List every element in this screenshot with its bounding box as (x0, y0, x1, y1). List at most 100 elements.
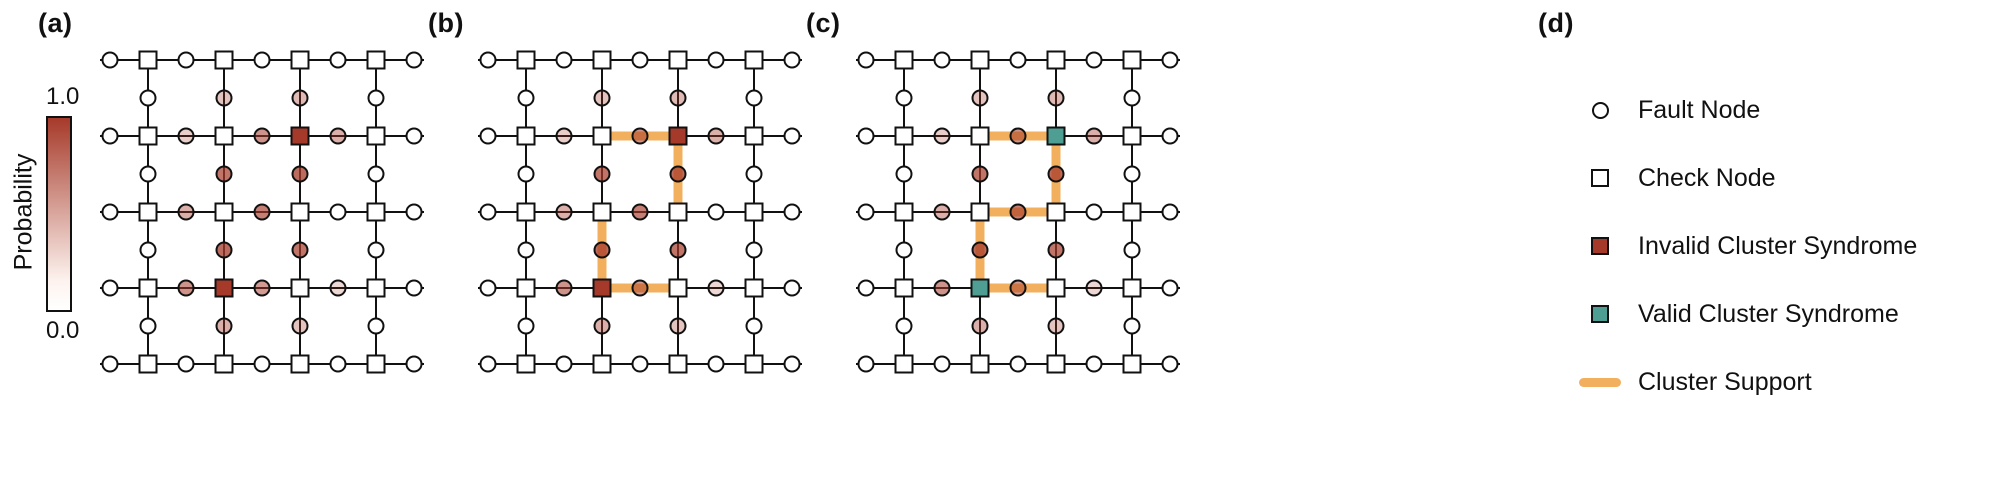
fault-node (1161, 203, 1179, 221)
fault-node (669, 89, 687, 107)
legend-item-fault-node: Fault Node (1576, 96, 1917, 124)
fault-node (215, 241, 233, 259)
fault-node (1161, 127, 1179, 145)
fault-node (215, 89, 233, 107)
fault-node (215, 317, 233, 335)
legend-label: Invalid Cluster Syndrome (1638, 231, 1918, 260)
legend-label: Fault Node (1638, 95, 1761, 124)
legend-icon-wrap (1576, 101, 1624, 119)
fault-node (1047, 165, 1065, 183)
check-node (516, 202, 536, 222)
fault-node (329, 203, 347, 221)
fault-node (745, 165, 763, 183)
fault-node (933, 279, 951, 297)
fault-node (101, 127, 119, 145)
lattice-panel-c (856, 50, 1180, 374)
panel-label-d: (d) (1538, 8, 1574, 38)
check-node (668, 50, 688, 70)
legend-icon-wrap (1576, 377, 1624, 387)
check-node (894, 126, 914, 146)
fault-node (101, 355, 119, 373)
fault-node (139, 165, 157, 183)
check-node (516, 278, 536, 298)
panel-label-b: (b) (428, 8, 464, 38)
fault-node (745, 89, 763, 107)
fault-node (669, 317, 687, 335)
check-node (138, 202, 158, 222)
fault-node (177, 355, 195, 373)
fault-node (971, 241, 989, 259)
check-node (668, 354, 688, 374)
legend-label: Cluster Support (1638, 367, 1812, 396)
fault-node (971, 317, 989, 335)
colorbar-min-label: 0.0 (46, 317, 80, 344)
fault-node (177, 203, 195, 221)
fault-node (631, 355, 649, 373)
check-node (366, 278, 386, 298)
fault-node (329, 355, 347, 373)
check-node (668, 202, 688, 222)
fault-node (857, 355, 875, 373)
colorbar-gradient (46, 116, 72, 312)
panel-label-a: (a) (38, 8, 73, 38)
fault-node (1009, 51, 1027, 69)
fault-node (555, 203, 573, 221)
fault-node (783, 355, 801, 373)
legend-icon-wrap (1576, 169, 1624, 187)
check-node (290, 50, 310, 70)
check-node (894, 50, 914, 70)
fault-node (631, 127, 649, 145)
fault-node (555, 355, 573, 373)
fault-node (253, 355, 271, 373)
check-node (366, 354, 386, 374)
check-node (592, 50, 612, 70)
check-node (214, 202, 234, 222)
fault-node (555, 127, 573, 145)
fault-node (895, 241, 913, 259)
colorbar-max-label: 1.0 (46, 83, 80, 110)
fault-node (405, 279, 423, 297)
fault-node (707, 355, 725, 373)
check-node (1046, 354, 1066, 374)
fault-node (329, 127, 347, 145)
fault-node (933, 51, 951, 69)
fault-node (517, 89, 535, 107)
fault-node (783, 51, 801, 69)
legend-item-cluster-support: Cluster Support (1576, 368, 1917, 396)
probability-colorbar: 1.0 0.0 Probability (10, 83, 80, 344)
colorbar-axis-label: Probability (9, 153, 38, 271)
panel-label-c: (c) (806, 8, 841, 38)
fault-node (895, 89, 913, 107)
check-node (1122, 50, 1142, 70)
fault-node (367, 89, 385, 107)
fault-node (291, 317, 309, 335)
fault-node (479, 203, 497, 221)
fault-node (593, 241, 611, 259)
fault-node (933, 203, 951, 221)
invalid-syndrome-node (668, 126, 688, 146)
fault-node (1047, 317, 1065, 335)
check-node (894, 354, 914, 374)
fault-node (1047, 89, 1065, 107)
check-node (1122, 354, 1142, 374)
fault-node (1123, 165, 1141, 183)
check-node-icon (1591, 169, 1609, 187)
fault-node (1009, 127, 1027, 145)
valid-syndrome-icon (1591, 305, 1609, 323)
fault-node (329, 51, 347, 69)
fault-node (933, 355, 951, 373)
check-node (1046, 50, 1066, 70)
invalid-syndrome-node (592, 278, 612, 298)
check-node (592, 126, 612, 146)
lattice-panel-a (100, 50, 424, 374)
fault-node (857, 51, 875, 69)
fault-node (253, 127, 271, 145)
fault-node (101, 279, 119, 297)
legend-icon-wrap (1576, 237, 1624, 255)
check-node (970, 50, 990, 70)
legend-icon-wrap (1576, 305, 1624, 323)
check-node (970, 202, 990, 222)
check-node (290, 354, 310, 374)
fault-node (593, 165, 611, 183)
fault-node (517, 241, 535, 259)
